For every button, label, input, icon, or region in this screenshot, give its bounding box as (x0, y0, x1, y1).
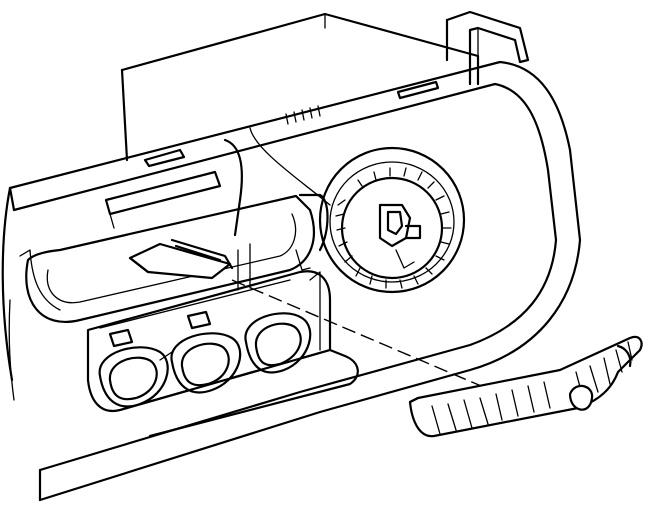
rear-housing (120, 12, 480, 206)
retaining-clip (128, 238, 234, 280)
rotary-switch (318, 146, 466, 294)
button-left (98, 346, 169, 408)
corner-bracket (445, 10, 530, 86)
button-bank (86, 270, 359, 438)
knob-handle (408, 335, 643, 438)
radio-opening (19, 194, 315, 323)
bezel-frame (1, 60, 582, 502)
button-right (244, 312, 312, 374)
button-center (159, 332, 242, 394)
alignment-line (231, 279, 501, 395)
